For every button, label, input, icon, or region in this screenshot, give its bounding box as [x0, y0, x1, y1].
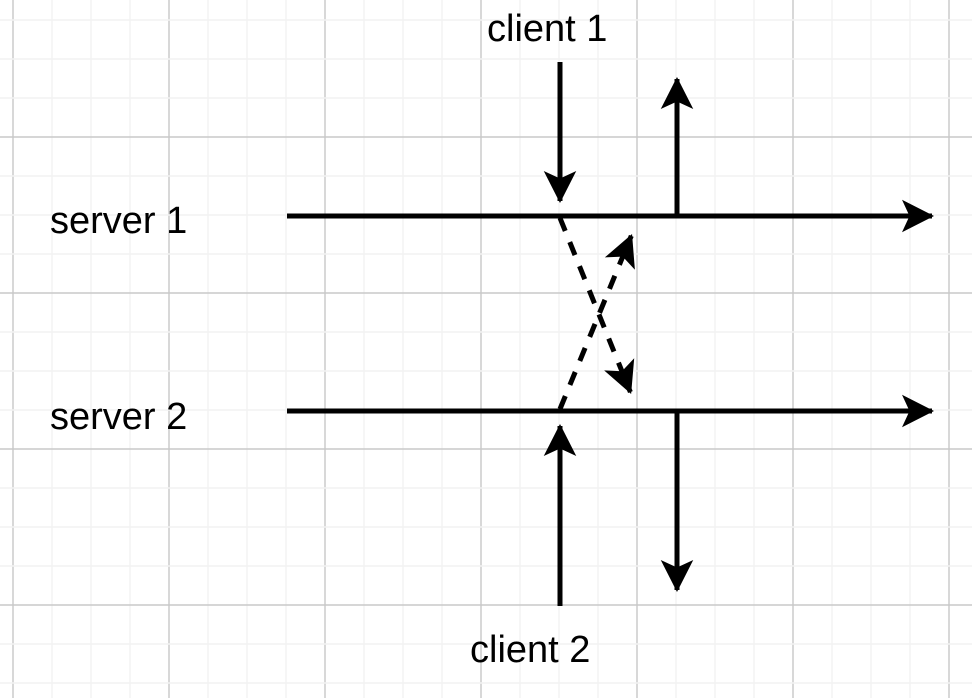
server-1-label: server 1: [50, 200, 187, 242]
messages-group: [543, 62, 694, 606]
timelines-group: [287, 199, 934, 428]
client-1-label: client 1: [487, 8, 607, 50]
server1-to-server2-message: [557, 217, 635, 394]
server-2-label: server 2: [50, 396, 187, 438]
server2-to-server1-message: [557, 234, 635, 410]
client-2-label: client 2: [470, 629, 590, 671]
